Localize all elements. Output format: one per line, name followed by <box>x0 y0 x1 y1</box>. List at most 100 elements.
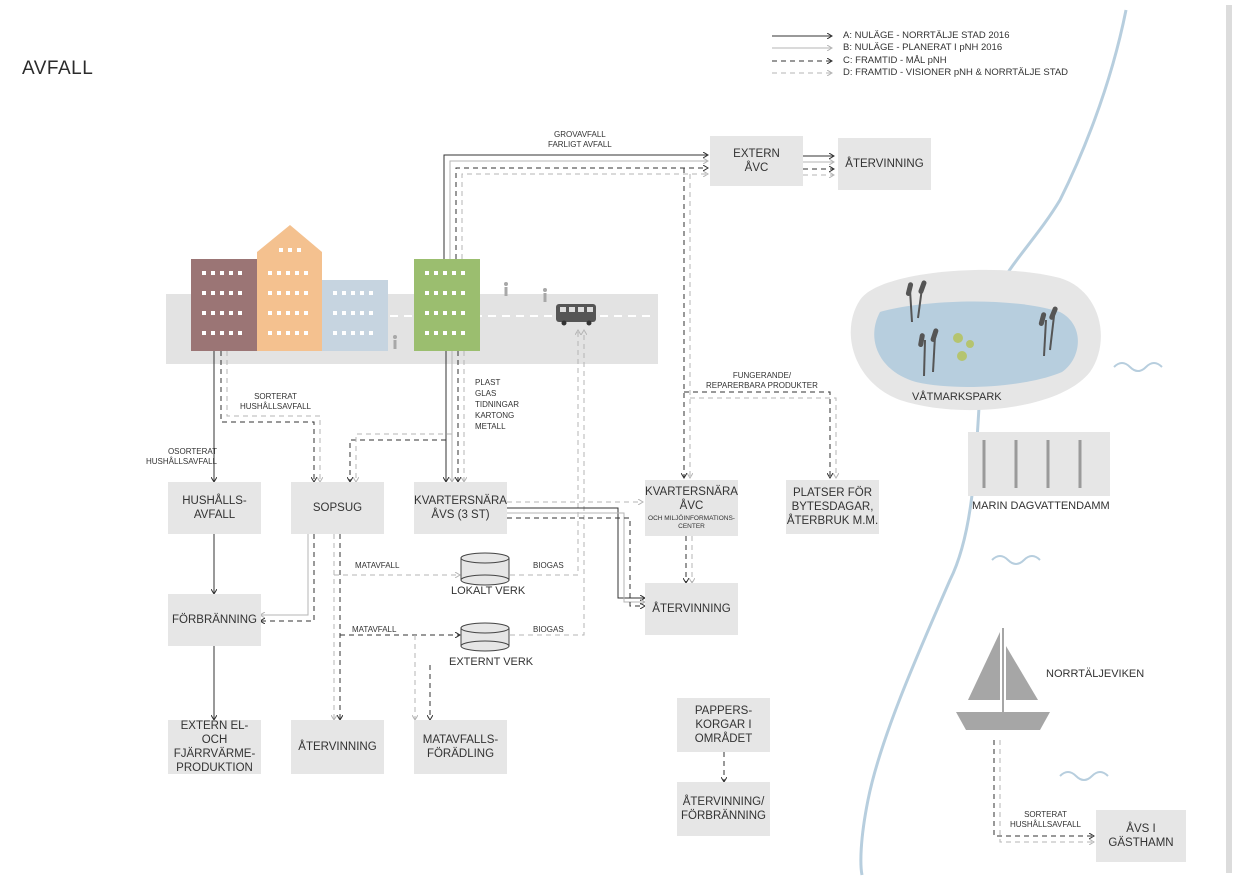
label-biogas-1: BIOGAS <box>533 561 564 570</box>
node-extern-el: EXTERN EL- OCH FJÄRRVÄRME- PRODUKTION <box>168 720 261 774</box>
node-avs-gasthamn: ÅVS I GÄSTHAMN <box>1096 810 1186 862</box>
stormwater-pond-area <box>968 432 1110 496</box>
legend-a: A: NULÄGE - NORRTÄLJE STAD 2016 <box>843 30 1010 41</box>
wave-icon <box>991 555 1041 565</box>
node-text: FÖRBRÄNNING <box>681 810 766 822</box>
label-line: GROVAVFALL <box>554 130 606 139</box>
label-line: METALL <box>475 422 506 431</box>
node-text: BYTESDAGAR, <box>791 501 874 513</box>
legend-b: B: NULÄGE - PLANERAT I pNH 2016 <box>843 42 1003 53</box>
label-sorterat-hushallsavfall: SORTERAT HUSHÅLLSAVFALL <box>240 392 311 412</box>
node-text: KVARTERSNÄRA <box>645 486 738 498</box>
legend-c: C: FRAMTID - MÅL pNH <box>843 55 947 66</box>
page-shadow <box>1226 5 1232 873</box>
label-matavfall-2: MATAVFALL <box>352 625 397 634</box>
node-atervinning-top: ÅTERVINNING <box>838 138 931 190</box>
label-externt-verk: EXTERNT VERK <box>449 656 534 668</box>
node-text: EXTERN EL- OCH <box>180 720 249 746</box>
label-line: FARLIGT AVFALL <box>548 140 612 149</box>
label-line: TIDNINGAR <box>475 400 519 409</box>
node-text: ÅVS (3 ST) <box>431 509 490 521</box>
sailboat-icon <box>956 628 1050 730</box>
node-kvartersnara-avs: KVARTERSNÄRA ÅVS (3 ST) <box>414 482 507 534</box>
node-text: KVARTERSNÄRA <box>414 495 507 507</box>
node-text: FÖRBRÄNNING <box>172 614 257 626</box>
label-grovavfall: GROVAVFALL FARLIGT AVFALL <box>548 130 612 150</box>
label-norrtaljeviken: NORRTÄLJEVIKEN <box>1046 668 1145 680</box>
label-marin-dagvattendamm: MARIN DAGVATTENDAMM <box>972 500 1110 512</box>
label-line: SORTERAT <box>254 392 297 401</box>
lily-pad-icon <box>953 333 974 361</box>
node-forbranning: FÖRBRÄNNING <box>168 594 261 646</box>
node-text: MATAVFALLS- <box>422 734 499 746</box>
label-line: OSORTERAT <box>167 447 217 456</box>
digester-icon-externt <box>460 622 510 652</box>
node-hushallsavfall: HUSHÅLLS- AVFALL <box>168 482 261 534</box>
reed-icon <box>905 280 1058 377</box>
label-line: SORTERAT <box>1024 810 1067 819</box>
node-sopsug: SOPSUG <box>291 482 384 534</box>
node-atervinning-mid: ÅTERVINNING <box>645 583 738 635</box>
node-subtext-line: OCH MILJÖINFORMATIONS- <box>648 515 735 522</box>
node-text: PLATSER FÖR <box>792 487 873 499</box>
node-text: AVFALL <box>193 509 236 521</box>
building-blue <box>322 280 388 351</box>
node-text: OMRÅDET <box>694 733 753 745</box>
node-subtext-line: CENTER <box>678 523 705 530</box>
node-text: EXTERN <box>733 148 780 160</box>
bus-icon <box>556 304 596 326</box>
wetland-pond <box>874 301 1078 387</box>
label-line: KARTONG <box>475 411 515 420</box>
label-line: GLAS <box>475 389 497 398</box>
node-text: ÅVS I <box>1126 823 1156 835</box>
label-lokalt-verk: LOKALT VERK <box>451 585 526 597</box>
label-line: REPARERBARA PRODUKTER <box>706 381 818 390</box>
label-sorterat-hamn: SORTERAT HUSHÅLLSAVFALL <box>1010 810 1081 830</box>
pond-stripes <box>982 440 1082 488</box>
building-green <box>414 259 480 351</box>
node-text: KORGAR I <box>695 719 752 731</box>
node-text: FÖRÄDLING <box>426 748 495 760</box>
building-brown <box>191 259 257 351</box>
label-line: HUSHÅLLSAVFALL <box>240 402 311 411</box>
label-matavfall-1: MATAVFALL <box>355 561 400 570</box>
node-text: ÅTERBRUK M.M. <box>786 515 879 527</box>
node-atervinning-bottom: ÅTERVINNING <box>291 720 384 774</box>
label-line: PLAST <box>475 378 501 387</box>
page-title: AVFALL <box>22 58 94 79</box>
node-text: FJÄRRVÄRME- <box>173 748 256 760</box>
node-text: SOPSUG <box>312 502 363 514</box>
node-matavfallsforadling: MATAVFALLS- FÖRÄDLING <box>414 720 507 774</box>
wave-icon <box>1059 771 1109 781</box>
node-text: ÅVC <box>679 500 704 512</box>
node-papperskorgar: PAPPERS- KORGAR I OMRÅDET <box>677 698 770 752</box>
label-fraktioner: PLAST GLAS TIDNINGAR KARTONG METALL <box>475 377 519 432</box>
label-biogas-2: BIOGAS <box>533 625 564 634</box>
node-text: PRODUKTION <box>176 762 253 774</box>
node-atervinning-forbranning: ÅTERVINNING/ FÖRBRÄNNING <box>677 782 770 836</box>
node-extern-avc: EXTERN ÅVC <box>710 136 803 186</box>
label-fungerande-produkter: FUNGERANDE/ REPARERBARA PRODUKTER <box>706 371 818 391</box>
building-orange <box>257 225 322 351</box>
node-text: ÅVC <box>744 162 769 174</box>
pedestrian-icon <box>393 282 547 349</box>
label-line: HUSHÅLLSAVFALL <box>1010 820 1081 829</box>
label-osorterat-hushallsavfall: OSORTERAT HUSHÅLLSAVFALL <box>146 447 217 467</box>
legend-d: D: FRAMTID - VISIONER pNH & NORRTÄLJE ST… <box>843 67 1069 78</box>
node-platser: PLATSER FÖR BYTESDAGAR, ÅTERBRUK M.M. <box>786 480 879 534</box>
node-text: ÅTERVINNING/ <box>682 796 765 808</box>
label-line: HUSHÅLLSAVFALL <box>146 457 217 466</box>
wave-icon <box>1113 362 1163 372</box>
node-text: PAPPERS- <box>694 705 753 717</box>
node-text: ÅTERVINNING <box>652 603 731 615</box>
flow-lines <box>214 155 1094 842</box>
digester-icon-lokalt <box>460 552 510 586</box>
node-text: HUSHÅLLS- <box>182 495 247 507</box>
label-vatmarkspark: VÅTMARKSPARK <box>912 391 1002 403</box>
node-text: ÅTERVINNING <box>298 741 377 753</box>
node-text: ÅTERVINNING <box>845 158 924 170</box>
node-subtext: OCH MILJÖINFORMATIONS-CENTER <box>648 515 735 531</box>
node-text: GÄSTHAMN <box>1108 837 1174 849</box>
